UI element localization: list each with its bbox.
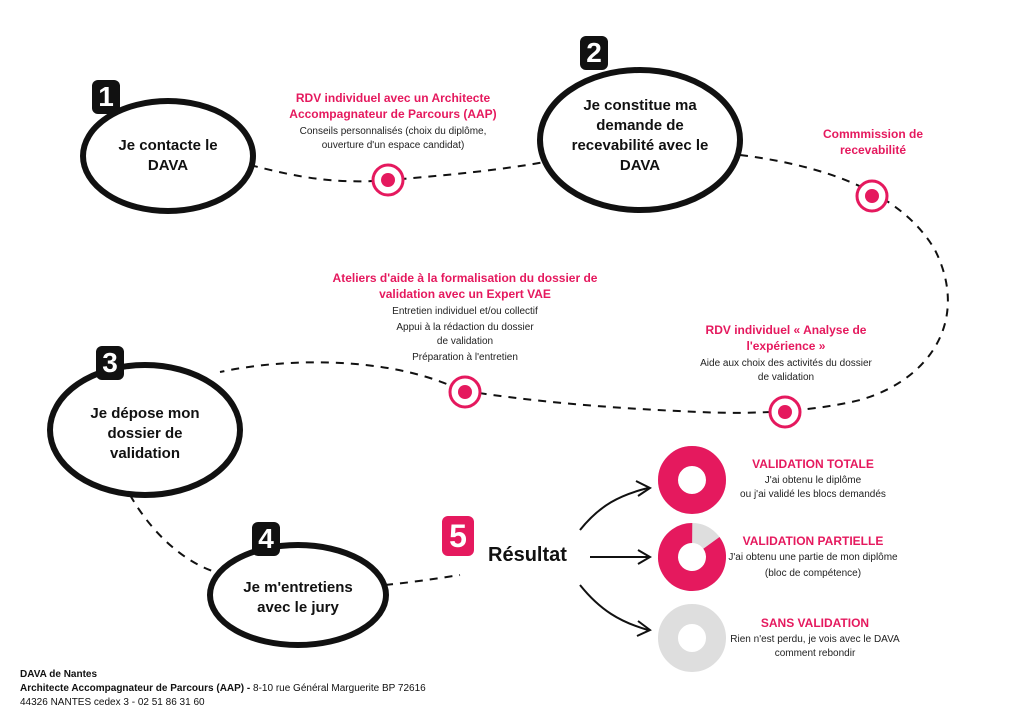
arrow-none <box>579 584 649 631</box>
milestone-ateliers: Ateliers d'aide à la formalisation du do… <box>330 270 600 365</box>
milestone-rdv-aap-marker <box>371 163 405 197</box>
outcome-none: SANS VALIDATION Rien n'est perdu, je voi… <box>730 615 900 661</box>
outcome-total-desc: J'ai obtenu le diplôme ou j'ai validé le… <box>728 474 898 502</box>
desc-line: J'ai obtenu une partie de mon diplôme <box>728 552 898 563</box>
journey-path <box>129 494 216 573</box>
milestone-rdv-analyse-marker <box>768 395 802 429</box>
step-5-badge: 5 <box>442 516 474 556</box>
outcome-partial: VALIDATION PARTIELLE J'ai obtenu une par… <box>723 533 903 581</box>
outcome-total-donut <box>658 446 726 514</box>
milestone-rdv-aap-details: Conseils personnalisés (choix du diplôme… <box>278 125 508 153</box>
milestone-ateliers-marker <box>448 375 482 409</box>
step-4-ellipse <box>207 542 389 648</box>
footer-address: 8-10 rue Général Marguerite BP 72616 <box>250 683 426 694</box>
result-label: Résultat <box>488 544 567 566</box>
milestone-ateliers-title: Ateliers d'aide à la formalisation du do… <box>332 271 598 301</box>
detail-line: ouverture d'un espace candidat) <box>321 140 465 151</box>
step-2-label: Je constitue ma demande de recevabilité … <box>571 97 709 174</box>
detail-line: Préparation à l'entretien <box>412 352 518 363</box>
detail-line: de validation <box>436 336 494 347</box>
outcome-total: VALIDATION TOTALE J'ai obtenu le diplôme… <box>728 456 898 502</box>
donut-fill <box>658 446 726 514</box>
desc-line: J'ai obtenu le diplôme <box>764 475 862 486</box>
desc-line: comment rebondir <box>774 648 856 659</box>
desc-line: Rien n'est perdu, je vois avec le DAVA <box>730 634 900 645</box>
milestone-rdv-analyse-title: RDV individuel « Analyse de l'expérience… <box>705 323 867 353</box>
milestone-rdv-analyse: RDV individuel « Analyse de l'expérience… <box>686 322 886 385</box>
step-1-badge: 1 <box>92 80 120 114</box>
step-3-label: Je dépose mon dossier de validation <box>90 405 200 462</box>
step-3-ellipse <box>47 362 243 498</box>
arrow-partial-head <box>637 549 652 565</box>
desc-line: (bloc de compétence) <box>764 568 862 579</box>
footer-city-phone: 44326 NANTES cedex 3 - 02 51 86 31 60 <box>20 697 205 708</box>
journey-path <box>384 574 461 586</box>
detail-line: Entretien individuel et/ou collectif <box>392 306 538 317</box>
arrow-total-head <box>635 480 652 497</box>
arrow-total <box>579 487 649 531</box>
step-4-label: Je m'entretiens avec le jury <box>243 579 353 616</box>
milestone-commission-marker <box>855 179 889 213</box>
outcome-none-donut <box>658 604 726 672</box>
step-2-ellipse <box>537 67 743 213</box>
milestone-commission-title: Commmission de recevabilité <box>822 127 924 157</box>
milestone-rdv-analyse-details: Aide aux choix des activités du dossier … <box>686 357 886 385</box>
footer: DAVA de Nantes Architecte Accompagnateur… <box>20 668 540 710</box>
outcome-total-title: VALIDATION TOTALE <box>752 457 874 471</box>
outcome-none-desc: Rien n'est perdu, je vois avec le DAVA c… <box>730 633 900 661</box>
milestone-ateliers-details: Entretien individuel et/ou collectif App… <box>330 305 600 365</box>
desc-line: ou j'ai validé les blocs demandés <box>740 489 886 500</box>
journey-path <box>219 361 461 391</box>
detail-line: Appui à la rédaction du dossier <box>396 322 534 333</box>
step-3-badge: 3 <box>96 346 124 380</box>
step-1-label: Je contacte le DAVA <box>118 137 218 174</box>
donut-track <box>658 604 726 672</box>
footer-role: Architecte Accompagnateur de Parcours (A… <box>20 683 251 694</box>
step-1-ellipse <box>80 98 256 214</box>
outcome-partial-desc: J'ai obtenu une partie de mon diplôme (b… <box>723 551 903 581</box>
footer-org: DAVA de Nantes <box>20 669 98 680</box>
detail-line: Conseils personnalisés (choix du diplôme… <box>299 126 487 137</box>
detail-line: de validation <box>757 372 815 383</box>
outcome-none-title: SANS VALIDATION <box>760 616 870 630</box>
step-2-badge: 2 <box>580 36 608 70</box>
detail-line: Aide aux choix des activités du dossier <box>700 358 872 369</box>
step-4-badge: 4 <box>252 522 280 556</box>
arrow-none-head <box>636 620 652 637</box>
milestone-rdv-aap: RDV individuel avec un Architecte Accomp… <box>278 90 508 153</box>
milestone-rdv-aap-title: RDV individuel avec un Architecte Accomp… <box>289 91 497 121</box>
outcome-partial-title: VALIDATION PARTIELLE <box>742 534 884 548</box>
outcome-partial-donut <box>658 523 726 591</box>
